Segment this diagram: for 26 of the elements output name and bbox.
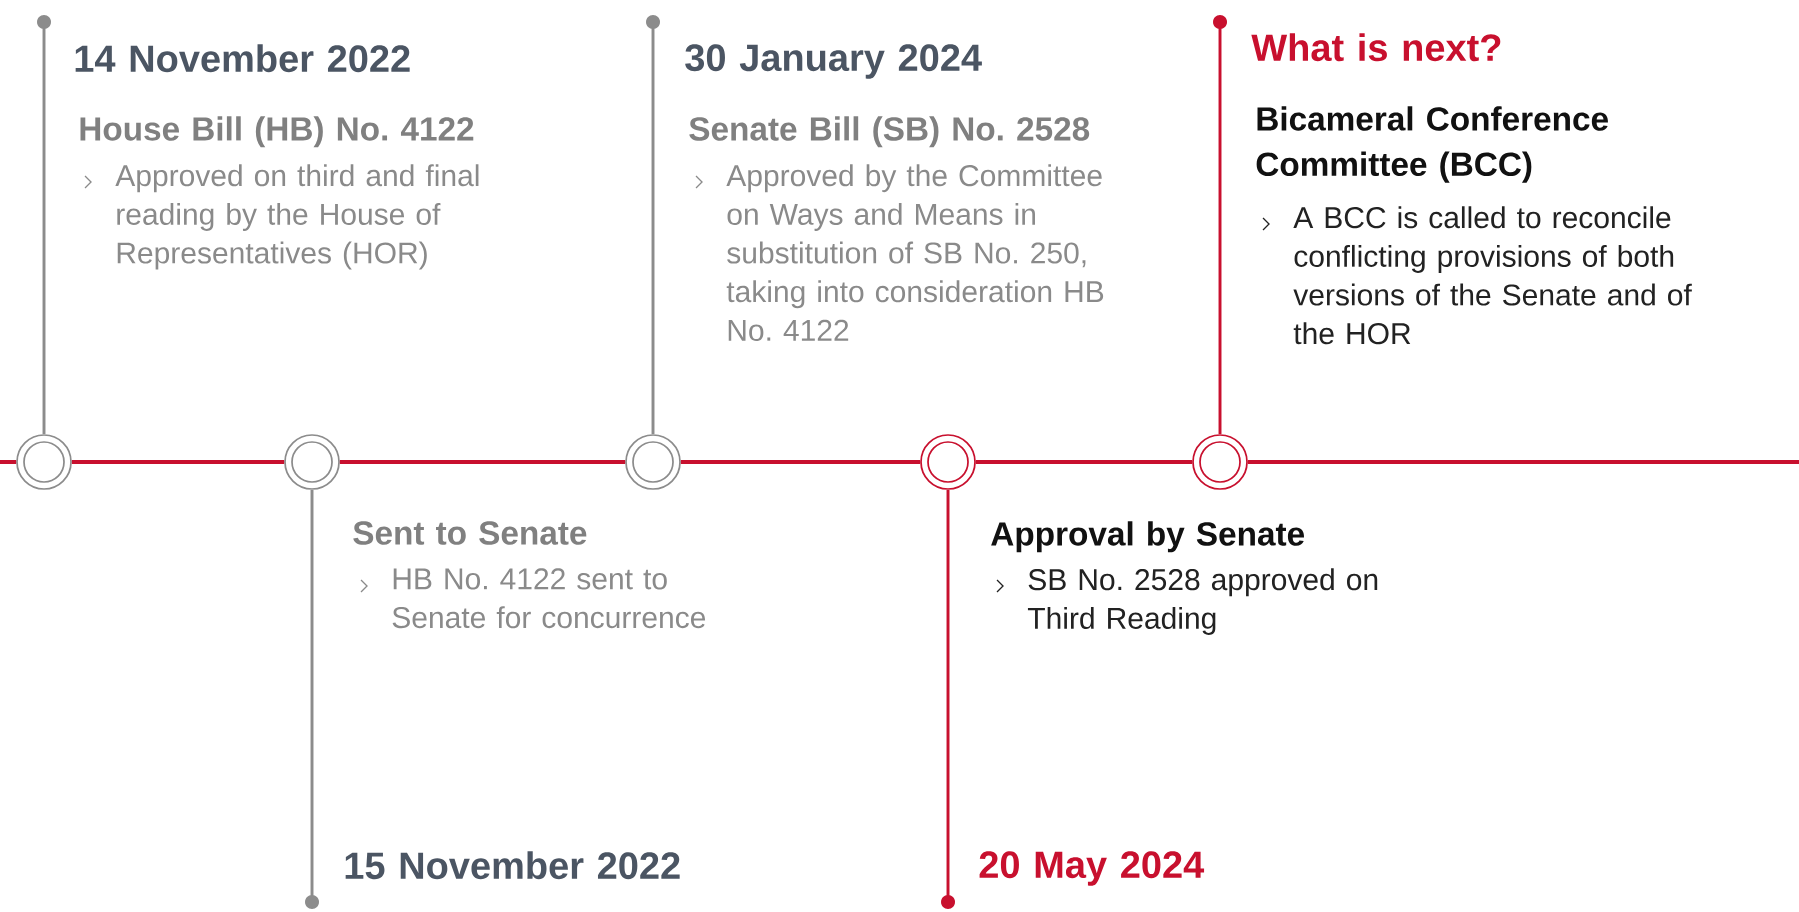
timeline-line <box>680 460 921 464</box>
event-title: Bicameral Conference Committee (BCC) <box>1256 106 1608 183</box>
date-heading: What is next? <box>1251 33 1501 62</box>
timeline-line <box>0 460 17 464</box>
bullet-text: HB No. 4122 sent to Senate for concurrence <box>392 568 706 629</box>
event-title: Senate Bill (SB) No. 2528 <box>689 116 1090 148</box>
timeline-line <box>71 460 285 464</box>
date-heading: 30 January 2024 <box>685 44 982 79</box>
event-title: House Bill (HB) No. 4122 <box>80 116 474 148</box>
timeline-circle <box>16 434 72 490</box>
timeline-line <box>1247 460 1799 464</box>
timeline-line <box>975 460 1193 464</box>
bullet-text: A BCC is called to reconcile conflicting provisions of both versions of the Senate and of the HOR <box>1293 206 1692 345</box>
event-title: Approval by Senate <box>991 521 1304 553</box>
timeline-line <box>339 460 626 464</box>
timeline-circle <box>625 434 681 490</box>
bullet-text: SB No. 2528 approved on Third Reading <box>1027 568 1378 635</box>
bullet-text: Approved on third and final reading by the House of Representatives (HOR) <box>115 164 479 270</box>
timeline-circle <box>284 434 340 490</box>
date-heading: 14 November 2022 <box>75 44 410 73</box>
date-heading: 20 May 2024 <box>979 851 1205 886</box>
bullet-text: Approved by the Committee on Ways and Means in substitution of SB No. 250, taking into consideration HB No. 4122 <box>726 164 1104 341</box>
date-heading: 15 November 2022 <box>345 851 680 880</box>
timeline-circle <box>920 434 976 490</box>
event-title: Sent to Senate <box>353 521 587 545</box>
timeline-circle <box>1192 434 1248 490</box>
